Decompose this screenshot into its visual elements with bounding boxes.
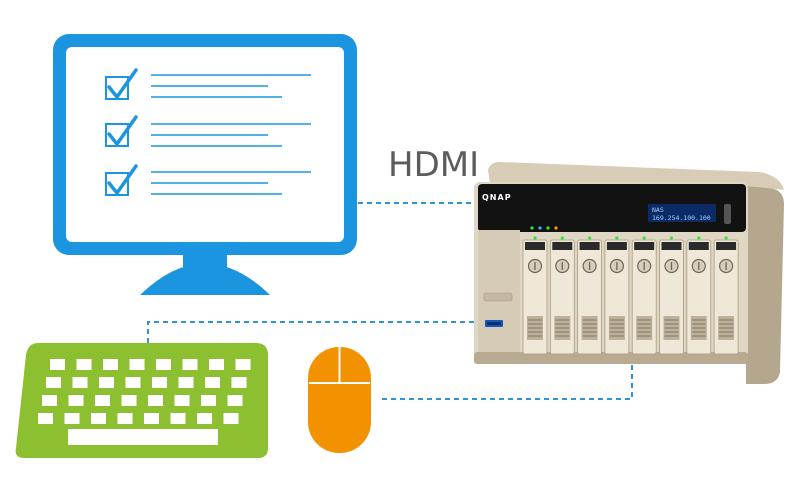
drive-led-icon	[643, 236, 646, 239]
mouse-icon	[308, 347, 371, 453]
keyboard-icon	[16, 343, 268, 458]
keyboard-key	[130, 359, 145, 370]
drive-bay	[605, 236, 629, 354]
keyboard-key	[118, 413, 133, 424]
nas-usb-port	[487, 322, 501, 325]
keyboard-key	[228, 395, 243, 406]
keyboard-key	[175, 395, 190, 406]
keyboard-key	[46, 377, 61, 388]
drive-tray-top	[607, 242, 627, 250]
mouse-cable-line	[382, 362, 632, 399]
keyboard-key	[73, 377, 88, 388]
drive-bay	[550, 236, 574, 354]
status-led-icon	[530, 226, 533, 229]
keyboard-key	[144, 413, 159, 424]
drive-led-icon	[725, 236, 728, 239]
keyboard-key	[197, 413, 212, 424]
nas-right-side	[746, 186, 784, 384]
drive-tray-top	[662, 242, 682, 250]
drive-led-icon	[615, 236, 618, 239]
keyboard-key	[179, 377, 194, 388]
keyboard-key	[99, 377, 114, 388]
monitor-icon	[53, 34, 357, 295]
status-led-icon	[546, 226, 549, 229]
drive-tray-top	[525, 242, 545, 250]
hdmi-label: HDMI	[388, 145, 479, 185]
drive-bay	[578, 236, 602, 354]
keyboard-key	[201, 395, 216, 406]
drive-tray-top	[634, 242, 654, 250]
drive-led-icon	[588, 236, 591, 239]
drive-bay	[632, 236, 656, 354]
keyboard-key	[103, 359, 118, 370]
nas-lcd-button	[724, 204, 731, 224]
keyboard-key	[69, 395, 84, 406]
keyboard-cable-line	[148, 322, 478, 343]
keyboard-spacebar	[68, 429, 218, 445]
keyboard-key	[148, 395, 163, 406]
drive-led-icon	[533, 236, 536, 239]
drive-led-icon	[697, 236, 700, 239]
nas-copy-button	[484, 293, 512, 301]
keyboard-key	[209, 359, 224, 370]
drive-bay	[660, 236, 684, 354]
keyboard-key	[183, 359, 198, 370]
keyboard-key	[205, 377, 220, 388]
monitor-stand	[140, 264, 270, 296]
drive-bay	[687, 236, 711, 354]
keyboard-key	[77, 359, 92, 370]
keyboard-key	[236, 359, 251, 370]
nas-lcd-line-1: NAS	[652, 206, 664, 214]
keyboard-key	[126, 377, 141, 388]
drive-tray-top	[580, 242, 600, 250]
keyboard-key	[38, 413, 53, 424]
keyboard-key	[122, 395, 137, 406]
drive-tray-top	[552, 242, 572, 250]
keyboard-key	[171, 413, 186, 424]
keyboard-key	[95, 395, 110, 406]
nas-brand-logo: QNAP	[482, 193, 512, 202]
keyboard-key	[91, 413, 106, 424]
status-led-icon	[554, 226, 557, 229]
drive-tray-top	[689, 242, 709, 250]
nas-lcd-line-2: 169.254.100.100	[652, 214, 711, 222]
keyboard-key	[152, 377, 167, 388]
drive-bay	[714, 236, 738, 354]
keyboard-key	[232, 377, 247, 388]
keyboard-key	[50, 359, 65, 370]
drive-led-icon	[561, 236, 564, 239]
nas-device: QNAP NAS 169.254.100.100	[474, 162, 784, 384]
status-led-icon	[538, 226, 541, 229]
keyboard-key	[65, 413, 80, 424]
drive-bay	[523, 236, 547, 354]
drive-led-icon	[670, 236, 673, 239]
keyboard-key	[42, 395, 57, 406]
keyboard-key	[156, 359, 171, 370]
keyboard-key	[224, 413, 239, 424]
drive-tray-top	[716, 242, 736, 250]
